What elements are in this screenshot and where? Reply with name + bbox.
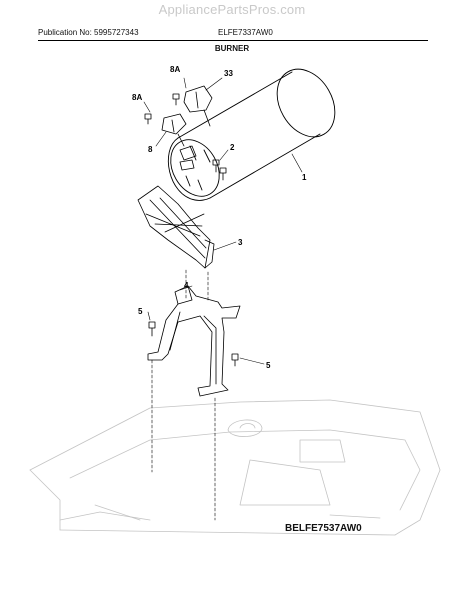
callout-8a-top: 8A	[170, 65, 180, 74]
section-title: BURNER	[214, 44, 250, 53]
burner-tube	[167, 68, 336, 201]
callout-1: 1	[302, 173, 307, 182]
screws	[144, 93, 239, 367]
callout-4: 4	[184, 281, 189, 290]
dryer-base	[29, 399, 441, 536]
figure-id: BELFE7537AW0	[285, 523, 362, 534]
callout-8a-left: 8A	[132, 93, 142, 102]
header-rule	[38, 40, 428, 41]
model-number: ELFE7337AW0	[218, 28, 273, 37]
callout-8: 8	[148, 145, 153, 154]
callout-5-left: 5	[138, 307, 143, 316]
watermark: AppliancePartsPros.com	[158, 2, 306, 17]
callout-3: 3	[238, 238, 243, 247]
leader-lines	[143, 77, 303, 365]
heat-deflector	[137, 185, 215, 269]
callout-33: 33	[224, 69, 233, 78]
callout-2: 2	[230, 143, 235, 152]
publication-number: Publication No: 5995727343	[38, 28, 139, 37]
igniter-sensor	[161, 85, 213, 171]
assembly-guide-lines	[151, 269, 216, 521]
mounting-bracket	[147, 285, 241, 397]
callout-5-right: 5	[266, 361, 271, 370]
